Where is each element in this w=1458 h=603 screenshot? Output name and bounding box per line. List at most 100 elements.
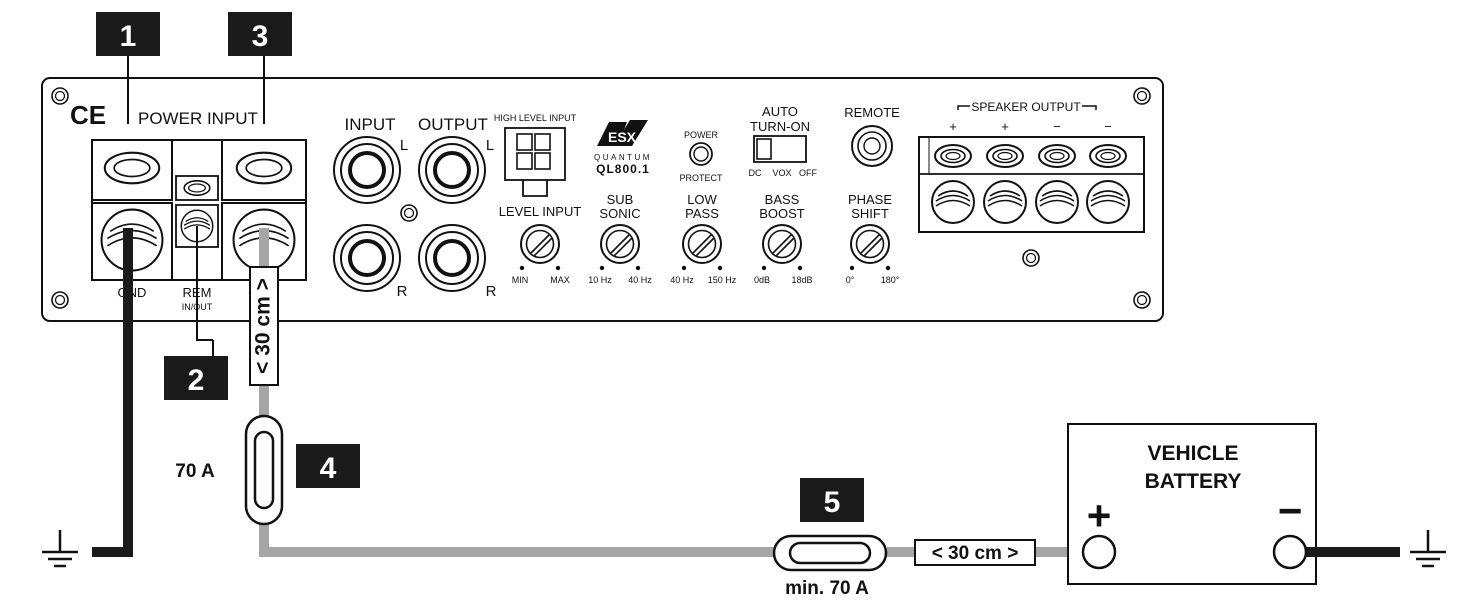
high-level-input-label: HIGH LEVEL INPUT	[494, 113, 577, 123]
knob-max-label: 150 Hz	[708, 275, 737, 285]
rca-output-right-icon	[417, 223, 487, 293]
knob-tick-dot	[761, 265, 767, 271]
knob-tick-dot	[681, 265, 687, 271]
svg-text:2: 2	[188, 364, 205, 397]
knob-min-label: MIN	[512, 275, 529, 285]
callout-2: 2	[164, 356, 228, 400]
knob-label: SHIFT	[851, 206, 889, 221]
distance-horizontal-label: < 30 cm >	[932, 543, 1019, 564]
knob-tick-dot	[885, 265, 891, 271]
knob-dial-icon[interactable]	[850, 224, 890, 264]
ground-right-icon	[1408, 528, 1448, 568]
speaker-terminal-hole-icon	[1035, 180, 1079, 224]
callout-4: 4	[296, 444, 360, 488]
knob-tick-dot	[797, 265, 803, 271]
brand-series: QUANTUM	[594, 153, 652, 162]
battery-positive-terminal	[1081, 534, 1117, 570]
knob-dial-icon[interactable]	[682, 224, 722, 264]
speaker-terminal-block	[918, 136, 1145, 233]
switch-slider-icon	[756, 138, 772, 160]
knob-dial-icon[interactable]	[600, 224, 640, 264]
knob-label: SUB	[607, 192, 634, 207]
callout-3: 3	[228, 12, 292, 56]
speaker-terminal-screw-icon	[1038, 144, 1076, 168]
rca-input-left-icon	[332, 135, 402, 205]
knob-tick-dot	[635, 265, 641, 271]
ce-mark: CE	[70, 100, 106, 130]
speaker-terminal-hole-icon	[931, 180, 975, 224]
ground-cable	[92, 228, 133, 557]
speaker-polarity-label: +	[1001, 119, 1009, 134]
svg-text:1: 1	[120, 20, 137, 53]
input-left-label: L	[400, 137, 408, 154]
battery-plus-sign: +	[1087, 492, 1112, 539]
speaker-terminal-hole-icon	[1086, 180, 1130, 224]
high-level-connector-icon	[504, 127, 566, 197]
knob-tick-dot	[599, 265, 605, 271]
rca-input-right-icon	[332, 223, 402, 293]
speaker-terminal-screw-icon	[1089, 144, 1127, 168]
corner-screw-icon	[51, 87, 69, 105]
remote-label: REMOTE	[844, 105, 900, 120]
distance-marker-vertical	[249, 266, 279, 386]
switch-off-label: OFF	[799, 168, 817, 178]
model-name: QL800.1	[596, 162, 650, 176]
knob-max-label: 18dB	[791, 275, 812, 285]
input-label: INPUT	[345, 115, 396, 134]
output-right-label: R	[486, 283, 497, 300]
knob-dial-icon[interactable]	[520, 224, 560, 264]
knob-label: BASS	[765, 192, 800, 207]
svg-text:ESX: ESX	[608, 129, 637, 145]
knob-min-label: 10 Hz	[588, 275, 612, 285]
callout-2-leader	[196, 226, 213, 341]
power-terminal-block	[91, 139, 307, 281]
knob-label: PHASE	[848, 192, 892, 207]
knob-dial-icon[interactable]	[762, 224, 802, 264]
knob-max-label: 40 Hz	[628, 275, 652, 285]
mount-screw-icon	[1022, 249, 1040, 267]
knob-label: LEVEL INPUT	[499, 204, 582, 219]
speaker-polarity-label: +	[949, 119, 957, 134]
svg-text:5: 5	[824, 486, 841, 519]
speaker-output-label: SPEAKER OUTPUT	[971, 100, 1081, 114]
corner-screw-icon	[51, 291, 69, 309]
esx-logo: ESX	[597, 120, 648, 146]
knob-label: LOW	[687, 192, 717, 207]
protect-label: PROTECT	[679, 173, 723, 183]
switch-vox-label: VOX	[772, 168, 791, 178]
speaker-terminal-screw-icon	[986, 144, 1024, 168]
knob-max-label: 180°	[881, 275, 900, 285]
knob-tick-dot	[717, 265, 723, 271]
output-left-label: L	[486, 137, 494, 154]
speaker-polarity-row: + + − −	[949, 119, 1112, 134]
corner-screw-icon	[1133, 87, 1151, 105]
speaker-polarity-label: −	[1104, 119, 1112, 134]
speaker-polarity-label: −	[1053, 119, 1061, 134]
turn-on-label: TURN-ON	[750, 119, 810, 134]
fuse-amp-label: 70 A	[175, 461, 215, 482]
mount-screw-icon	[400, 204, 418, 222]
battery-title-line1: VEHICLE	[1147, 442, 1238, 465]
battery-minus-sign: −	[1278, 487, 1303, 534]
distance-vertical-label: < 30 cm >	[252, 278, 275, 374]
knob-min-label: 40 Hz	[670, 275, 694, 285]
knob-label: SONIC	[599, 206, 640, 221]
callout-5: 5	[800, 478, 864, 522]
speaker-terminal-hole-icon	[983, 180, 1027, 224]
knob-tick-dot	[519, 265, 525, 271]
knob-min-label: 0°	[846, 275, 855, 285]
battery-title-line2: BATTERY	[1145, 470, 1242, 493]
power-led-label: POWER	[684, 130, 719, 140]
knob-label: PASS	[685, 206, 719, 221]
switch-dc-label: DC	[749, 168, 762, 178]
output-label: OUTPUT	[418, 115, 488, 134]
knob-min-label: 0dB	[754, 275, 770, 285]
rca-output-left-icon	[417, 135, 487, 205]
